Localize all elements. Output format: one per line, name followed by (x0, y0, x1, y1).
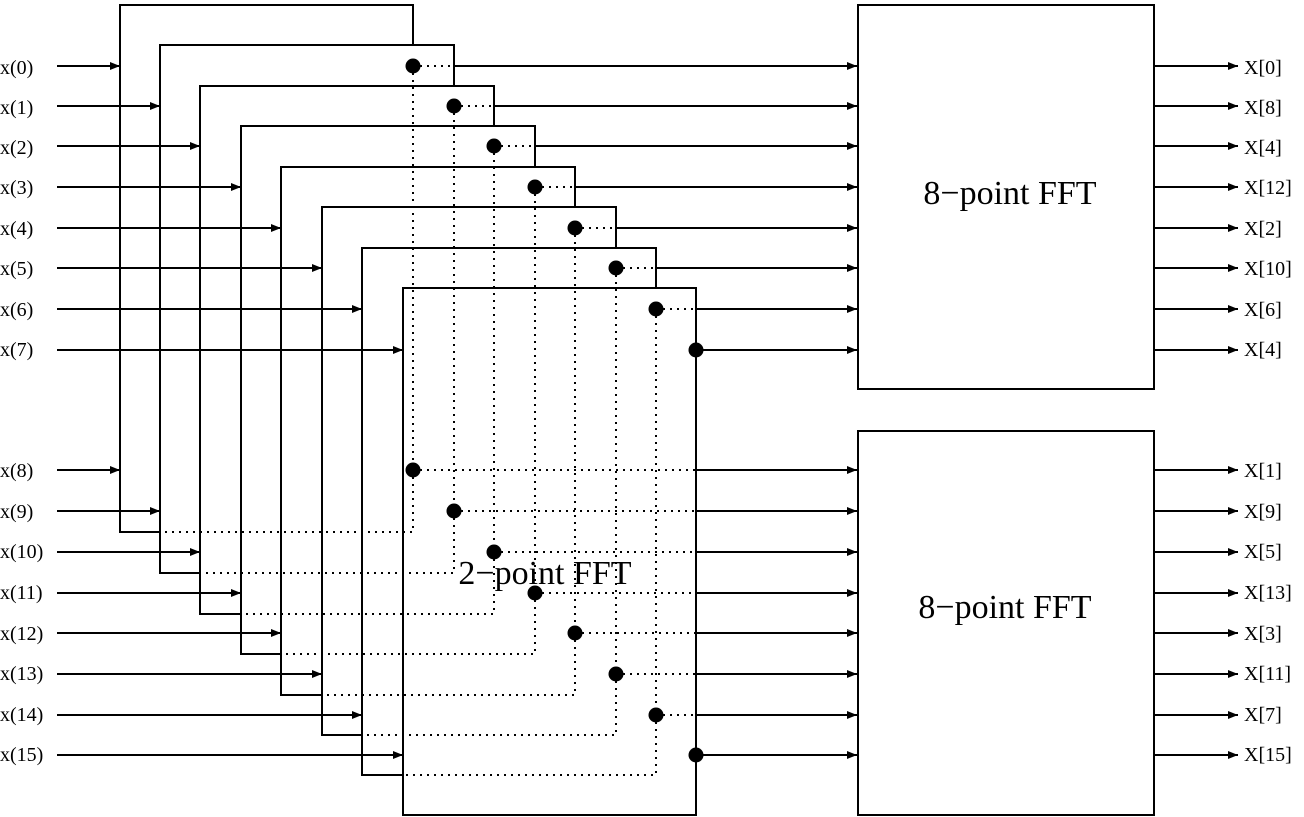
fft-top-label: 8−point FFT (923, 175, 1096, 212)
input-label: x(12) (0, 623, 43, 645)
fft-input-wires (453, 62, 857, 759)
output-label: X[15] (1244, 744, 1292, 766)
fft-block-bottom (857, 430, 1155, 816)
input-label: x(9) (0, 501, 33, 523)
output-label: X[0] (1244, 57, 1282, 79)
butterfly-node (567, 220, 583, 236)
fft-bottom-label: 8−point FFT (918, 589, 1091, 626)
input-labels: x(0) x(1) x(2) x(3) x(4) x(5) x(6) x(7) … (0, 57, 43, 766)
output-wires (1154, 62, 1238, 759)
butterfly-node (446, 503, 462, 519)
output-label: X[4] (1244, 137, 1282, 159)
butterfly-label: 2−point FFT (458, 555, 631, 592)
output-label: X[2] (1244, 218, 1282, 240)
output-label: X[7] (1244, 704, 1282, 726)
output-label: X[6] (1244, 299, 1282, 321)
input-label: x(8) (0, 460, 33, 482)
input-label: x(11) (0, 582, 43, 604)
output-label: X[10] (1244, 258, 1292, 280)
input-label: x(6) (0, 299, 33, 321)
butterfly-nodes (405, 58, 704, 763)
butterfly-node (608, 260, 624, 276)
output-label: X[8] (1244, 97, 1282, 119)
output-label: X[1] (1244, 460, 1282, 482)
output-labels: X[0] X[8] X[4] X[12] X[2] X[10] X[6] X[4… (1244, 57, 1292, 766)
butterfly-node (527, 179, 543, 195)
output-label: X[3] (1244, 623, 1282, 645)
fft-block-top (857, 4, 1155, 390)
input-label: x(3) (0, 177, 33, 199)
butterfly-connections (120, 65, 736, 816)
butterfly-node (405, 462, 421, 478)
butterfly-node (648, 707, 664, 723)
butterfly-node (486, 544, 502, 560)
butterfly-node (567, 625, 583, 641)
butterfly-node (527, 585, 543, 601)
butterfly-node (446, 98, 462, 114)
input-label: x(1) (0, 97, 33, 119)
input-label: x(15) (0, 744, 43, 766)
input-label: x(4) (0, 218, 33, 240)
output-label: X[11] (1244, 663, 1291, 685)
butterfly-node (688, 342, 704, 358)
butterfly-node (688, 747, 704, 763)
butterfly-frame (402, 287, 697, 816)
input-label: x(10) (0, 541, 43, 563)
output-label: X[9] (1244, 501, 1282, 523)
output-label: X[5] (1244, 541, 1282, 563)
input-wires (57, 62, 403, 759)
butterfly-node (648, 301, 664, 317)
input-label: x(5) (0, 258, 33, 280)
output-label: X[12] (1244, 177, 1292, 199)
butterfly-node (608, 666, 624, 682)
butterfly-node (405, 58, 421, 74)
output-label: X[4] (1244, 339, 1282, 361)
input-label: x(0) (0, 57, 33, 79)
input-label: x(13) (0, 663, 43, 685)
input-label: x(7) (0, 339, 33, 361)
output-label: X[13] (1244, 582, 1292, 604)
input-label: x(14) (0, 704, 43, 726)
butterfly-frames (119, 4, 697, 816)
butterfly-node (486, 138, 502, 154)
input-label: x(2) (0, 137, 33, 159)
